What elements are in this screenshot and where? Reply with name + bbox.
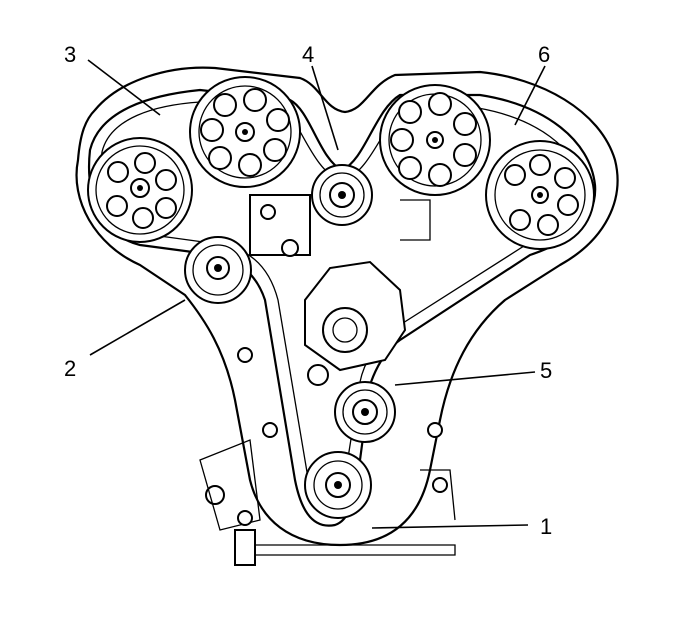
leader-line-5 — [394, 371, 536, 386]
crankshaft-sprocket — [304, 451, 372, 519]
callout-3: 3 — [64, 42, 76, 67]
callout-6: 6 — [538, 42, 550, 67]
leader-line-4 — [311, 65, 339, 151]
tensioner-pulley — [184, 236, 252, 304]
camshaft-sprocket-left-rear — [87, 137, 193, 243]
engine-block-detail — [199, 194, 456, 566]
leader-line-2 — [89, 299, 186, 356]
camshaft-sprocket-right-front — [379, 84, 491, 196]
callout-2: 2 — [64, 356, 76, 381]
camshaft-sprocket-left-front — [189, 76, 301, 188]
leader-line-3 — [87, 59, 161, 116]
idler-pulley-lower — [334, 381, 396, 443]
leader-line-6 — [514, 65, 546, 126]
idler-pulley-upper — [311, 164, 373, 226]
callout-4: 4 — [302, 42, 314, 67]
leader-line-1 — [371, 524, 529, 529]
callout-5: 5 — [540, 358, 552, 383]
callout-1: 1 — [540, 514, 552, 539]
timing-cover-outline — [75, 66, 619, 547]
camshaft-sprocket-right-rear — [485, 140, 595, 250]
water-pump — [304, 260, 407, 386]
